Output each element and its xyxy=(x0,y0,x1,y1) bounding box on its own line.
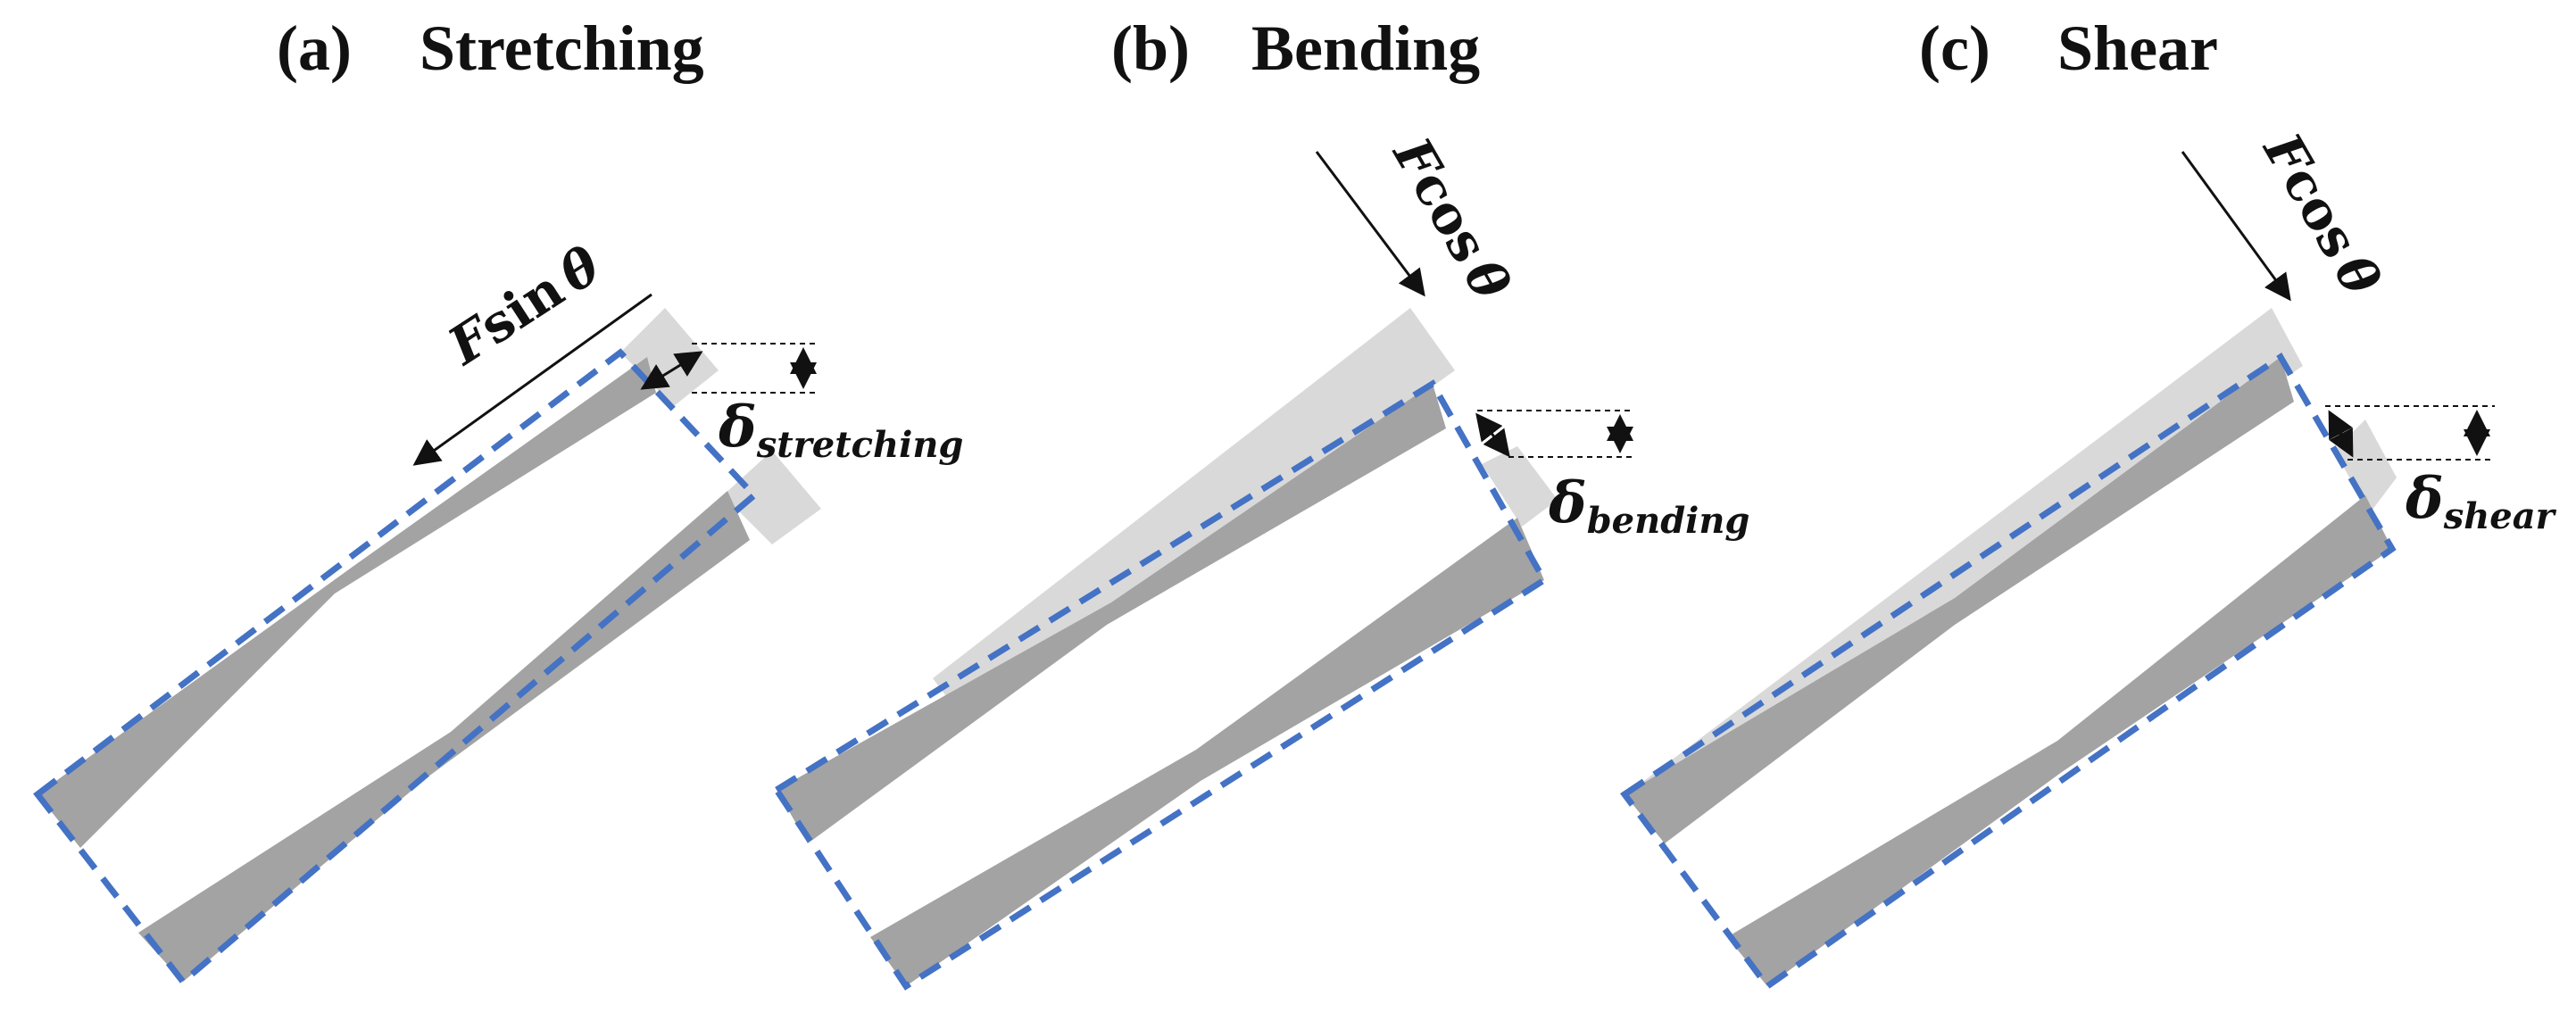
force-label: Fcosθ xyxy=(2251,121,2392,305)
original-bottom-beam-tip xyxy=(723,451,821,544)
original-top-beam xyxy=(1638,308,2303,812)
panel-b-label: (b) xyxy=(1111,12,1190,84)
force-label: Fcosθ xyxy=(1381,126,1522,310)
displacement-arrow xyxy=(2328,410,2354,458)
force-arrow xyxy=(1315,151,1425,297)
deformed-bottom-beam xyxy=(138,491,750,982)
force-label: Fsinθ xyxy=(436,235,611,378)
force-arrow xyxy=(412,293,652,466)
original-bottom-beam-tip xyxy=(1482,446,1558,527)
panel-c-title: Shear xyxy=(2057,12,2218,84)
panel-a: (a) Stretching Fsinθ δstretching xyxy=(33,12,963,987)
delta-label: δshear xyxy=(2405,465,2557,537)
original-outline xyxy=(33,348,760,987)
deformed-bottom-beam xyxy=(1727,495,2392,986)
svg-text:Fsinθ: Fsinθ xyxy=(436,235,611,378)
panel-b-title: Bending xyxy=(1251,12,1480,84)
deformed-top-beam xyxy=(1625,357,2294,843)
svg-text:Fcosθ: Fcosθ xyxy=(2251,121,2392,305)
panel-b: (b) Bending Fcosθ δbending xyxy=(772,12,1749,991)
panel-c-label: (c) xyxy=(1919,12,1990,84)
original-outline xyxy=(1619,353,2397,991)
deformed-top-beam xyxy=(777,384,1446,843)
original-outline xyxy=(772,379,1549,991)
displacement-arrow xyxy=(640,351,703,390)
force-arrow xyxy=(2181,151,2291,302)
delta-label: δbending xyxy=(1548,469,1749,542)
delta-label: δstretching xyxy=(718,394,963,466)
svg-text:Fcosθ: Fcosθ xyxy=(1381,126,1522,310)
deformed-bottom-beam xyxy=(870,518,1544,986)
panel-c: (c) Shear Fcosθ δshear xyxy=(1619,12,2557,991)
panel-a-title: Stretching xyxy=(420,12,704,84)
panel-a-label: (a) xyxy=(277,12,352,84)
deformed-top-beam xyxy=(37,357,656,848)
displacement-arrow xyxy=(1475,412,1510,458)
